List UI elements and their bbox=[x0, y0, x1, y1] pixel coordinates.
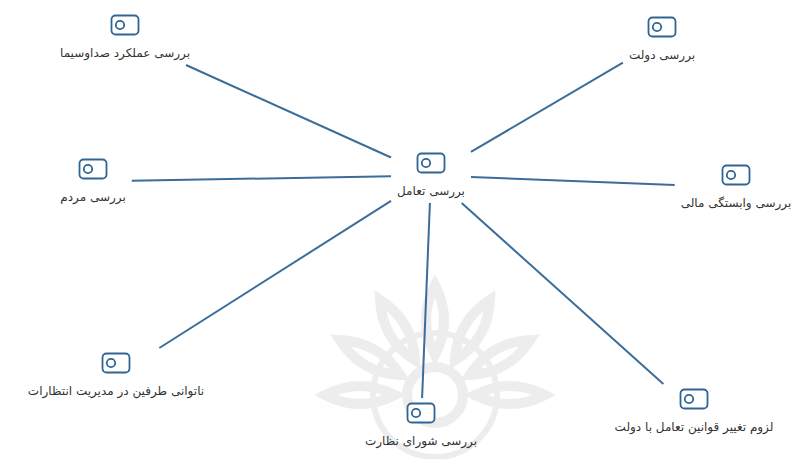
code-node: بررسی وابستگی مالی bbox=[677, 162, 796, 213]
node-label: بررسی وابستگی مالی bbox=[681, 196, 792, 211]
code-node: بررسی عملکرد صداوسیما bbox=[56, 12, 194, 63]
connector-line bbox=[186, 65, 391, 157]
connector-line bbox=[462, 203, 664, 384]
node-label: بررسی مردم bbox=[60, 190, 125, 205]
node-label: بررسی دولت bbox=[629, 48, 695, 63]
code-icon bbox=[647, 16, 677, 38]
code-icon bbox=[416, 152, 446, 174]
code-icon bbox=[110, 14, 140, 36]
code-icon bbox=[406, 402, 436, 424]
code-node: بررسی شورای نظارت bbox=[361, 400, 481, 451]
code-node: بررسی مردم bbox=[56, 156, 129, 207]
code-node: لزوم تغییر قوانین تعامل با دولت bbox=[611, 386, 778, 437]
code-node: بررسی دولت bbox=[625, 14, 699, 65]
connector-line bbox=[159, 201, 391, 348]
code-node: بررسی تعامل bbox=[393, 150, 469, 201]
connector-line bbox=[471, 63, 623, 152]
node-label: بررسی شورای نظارت bbox=[365, 434, 477, 449]
connector-line bbox=[422, 203, 430, 398]
node-label: ناتوانی طرفین در مدیریت انتظارات bbox=[28, 384, 204, 399]
code-icon bbox=[679, 388, 709, 410]
connector-line bbox=[471, 177, 675, 185]
code-icon bbox=[721, 164, 751, 186]
code-icon bbox=[78, 158, 108, 180]
code-icon bbox=[101, 352, 131, 374]
node-label: بررسی تعامل bbox=[397, 184, 465, 199]
connector-line bbox=[132, 176, 391, 181]
node-label: لزوم تغییر قوانین تعامل با دولت bbox=[615, 420, 774, 435]
node-label: بررسی عملکرد صداوسیما bbox=[60, 46, 190, 61]
code-node: ناتوانی طرفین در مدیریت انتظارات bbox=[24, 350, 208, 401]
